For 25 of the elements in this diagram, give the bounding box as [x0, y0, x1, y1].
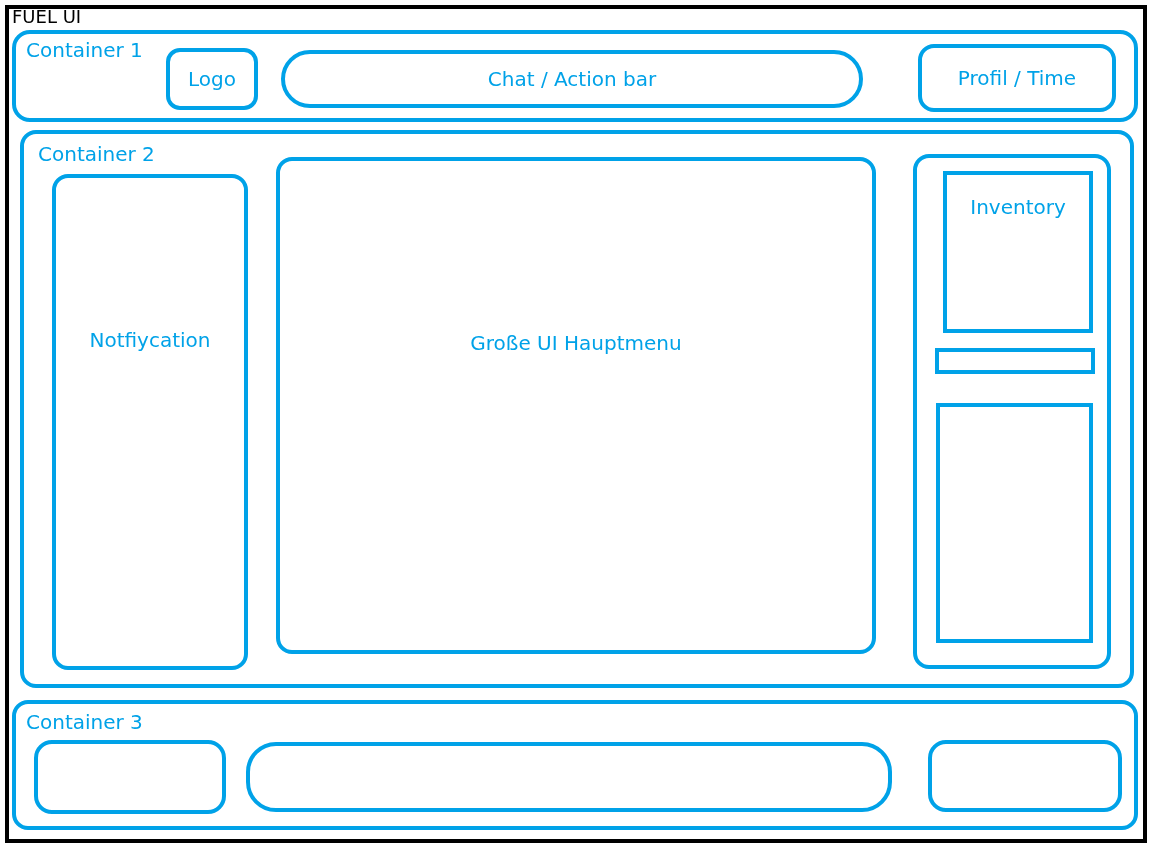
header-slot [166, 48, 258, 110]
sidebar-panel [913, 154, 1111, 669]
footer-slot [928, 740, 1122, 812]
title: FUEL UI [12, 6, 82, 27]
bar-label: Chat / Action bar [486, 67, 658, 91]
notification-panel [52, 174, 248, 670]
panel-label: Große UI Hauptmenu [469, 331, 683, 355]
inventory-panel [943, 171, 1093, 333]
container-label: Container 3 [26, 710, 143, 734]
main-menu-panel [276, 157, 876, 654]
container-panel [12, 700, 1138, 830]
panel-label: Profil / Time [956, 66, 1078, 90]
chat-action-bar [281, 50, 863, 108]
slot-label: Logo [187, 67, 237, 91]
slot-bar [935, 348, 1095, 374]
content-panel [936, 403, 1093, 643]
panel-label: Inventory [969, 195, 1067, 219]
profile-time-panel [918, 44, 1116, 112]
container-label: Container 1 [26, 38, 143, 62]
container-label: Container 2 [38, 142, 155, 166]
footer-bar [246, 742, 892, 812]
footer-slot [34, 740, 226, 814]
container-panel [20, 130, 1134, 688]
container-panel [12, 30, 1138, 122]
panel-label: Notfiycation [88, 328, 212, 352]
